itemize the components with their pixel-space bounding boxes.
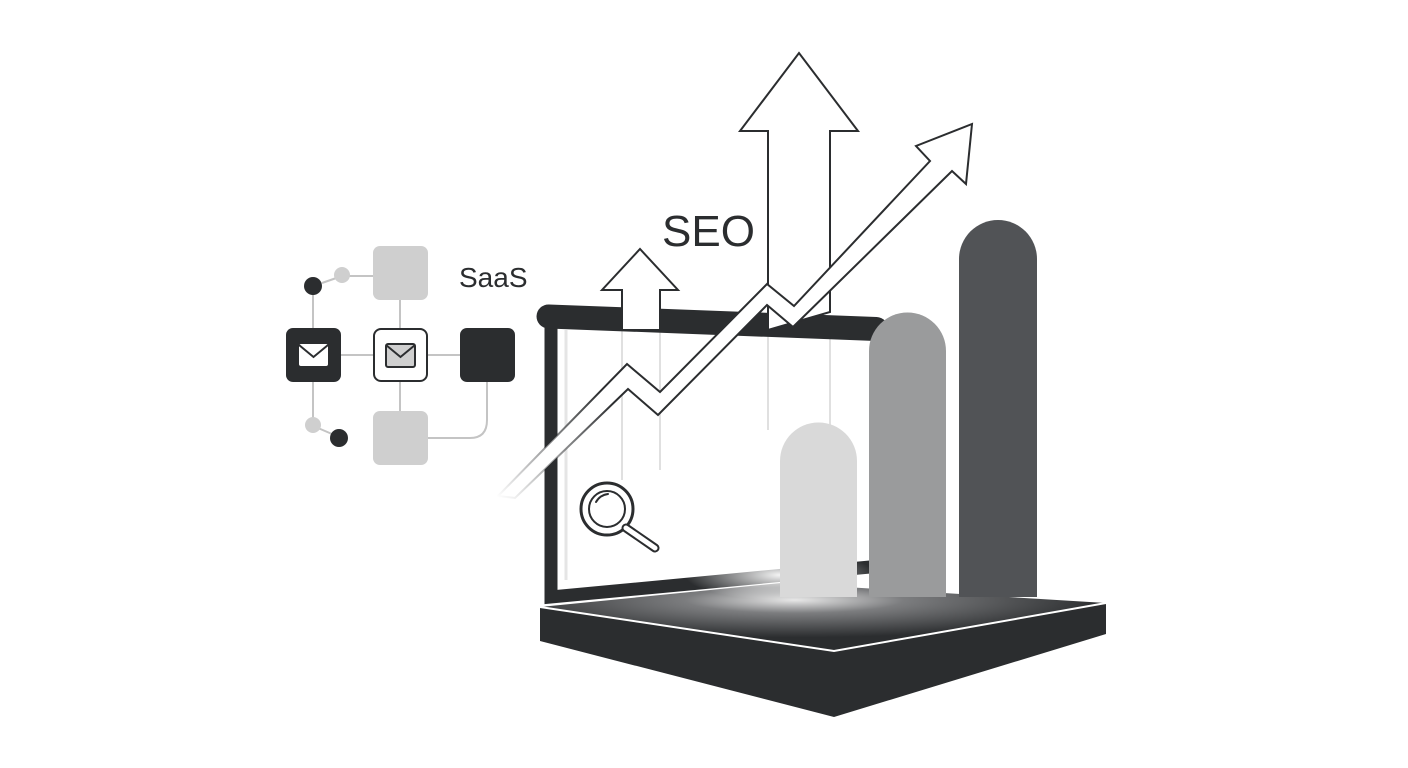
magnifier-icon — [579, 481, 660, 553]
envelope-icon — [385, 343, 416, 368]
saas-label: SaaS — [459, 262, 528, 293]
platform-top — [540, 583, 1106, 651]
node-dot-dark-bottom — [330, 429, 348, 447]
bar-chart — [780, 220, 1037, 597]
up-arrow-small — [599, 247, 681, 331]
bar-medium — [869, 312, 946, 597]
base-platform — [539, 583, 1107, 717]
node-dot-light-bottom — [305, 417, 321, 433]
trend-arrow — [495, 122, 974, 500]
up-arrow-large — [737, 51, 861, 332]
seo-label: SEO — [662, 207, 755, 256]
platform-front-left — [540, 607, 834, 717]
bar-tall — [959, 220, 1037, 597]
workflow-diagram: SaaS — [286, 246, 528, 465]
workflow-connectors — [312, 275, 488, 439]
workflow-node-dark — [460, 328, 515, 382]
envelope-icon — [298, 344, 329, 366]
mail-node-dark — [286, 328, 341, 382]
workflow-node-top — [373, 246, 428, 300]
up-arrow-icon — [599, 247, 681, 331]
platform-front-right — [834, 603, 1106, 717]
platform-edge-highlight — [539, 602, 1107, 653]
workflow-node-bottom — [373, 411, 428, 465]
trend-line-body — [495, 122, 974, 500]
mail-node-outline — [373, 328, 428, 382]
node-dot-dark-top — [304, 277, 322, 295]
up-arrow-icon — [737, 51, 861, 332]
bar-small — [780, 422, 857, 597]
node-dot-light-top — [334, 267, 350, 283]
screen-rail — [536, 304, 889, 342]
